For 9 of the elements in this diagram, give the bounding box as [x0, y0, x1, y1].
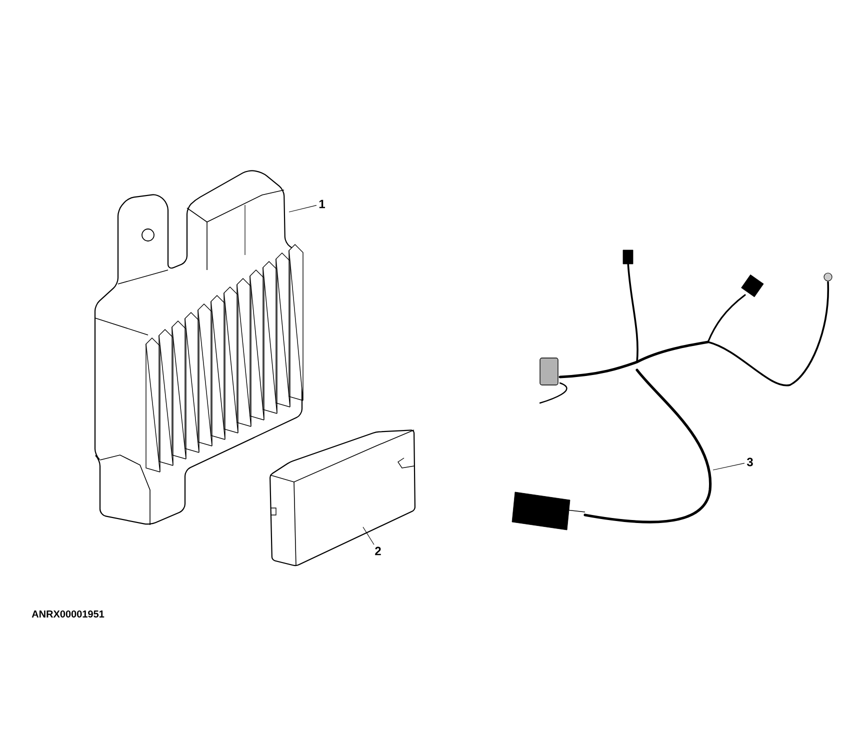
leader-line — [288, 205, 317, 212]
callout-number: 1 — [319, 200, 325, 208]
callout-number: 2 — [375, 546, 381, 556]
control-module-drawing — [94, 170, 304, 526]
leader-line — [712, 462, 745, 470]
figure-number: ANRX00001951 — [32, 610, 104, 618]
cover-drawing — [270, 430, 416, 566]
wiring-harness-drawing — [512, 250, 832, 530]
leader-line — [362, 526, 374, 545]
